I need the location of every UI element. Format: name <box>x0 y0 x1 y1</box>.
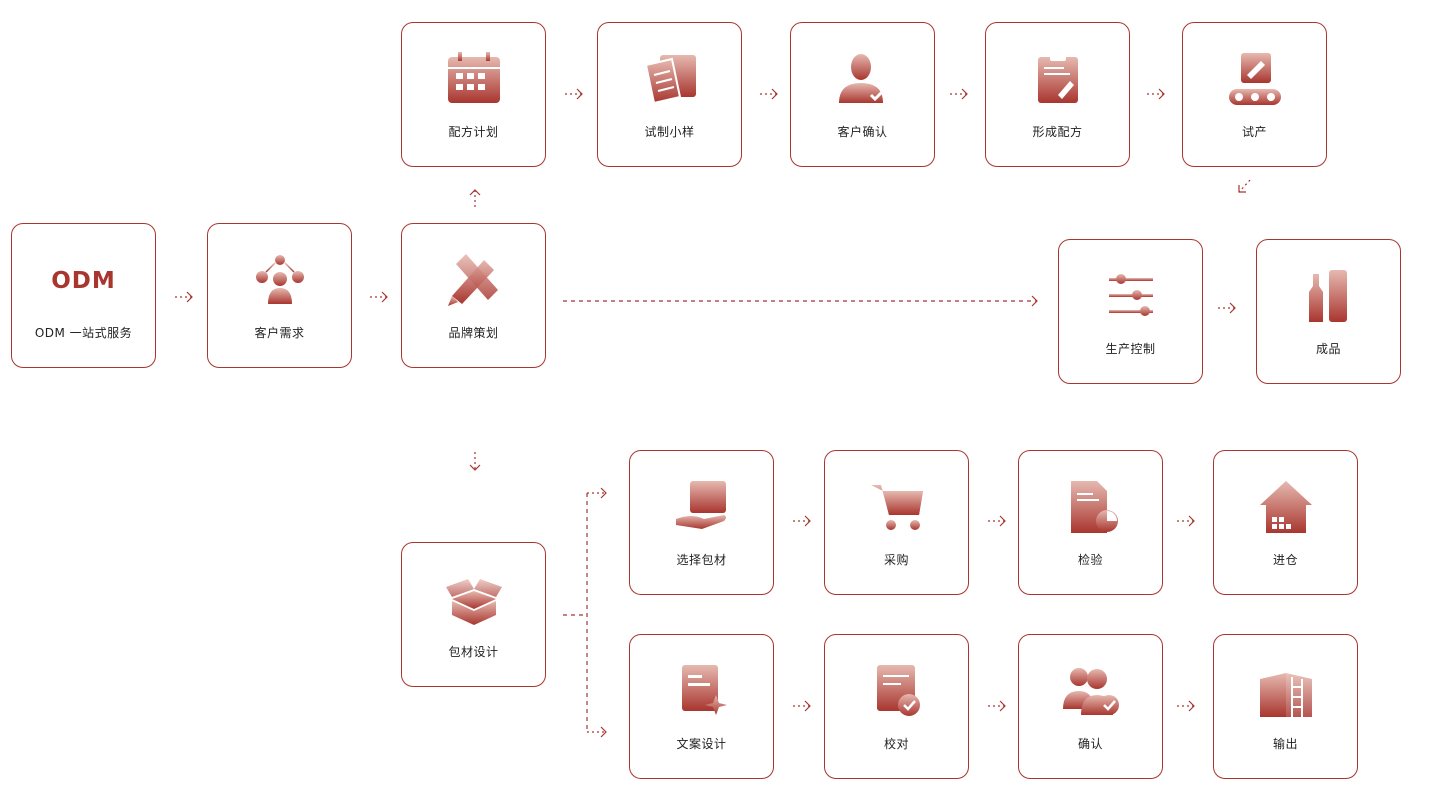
clipboard-pen-icon <box>1028 51 1088 107</box>
step-label: 试产 <box>1241 125 1267 139</box>
step-output: 输出 <box>1213 634 1358 779</box>
step-trial-sample: 试制小样 <box>597 22 742 167</box>
step-label: 采购 <box>883 553 909 567</box>
step-label: 客户需求 <box>254 326 305 340</box>
document-star-icon <box>672 663 732 719</box>
users-check-icon <box>1061 663 1121 719</box>
customer-demand-icon <box>250 252 310 308</box>
hand-box-icon <box>672 479 732 535</box>
arrow-brand-to-control <box>563 295 1038 307</box>
step-label: 检验 <box>1077 553 1103 567</box>
clipboard-box-icon <box>640 51 700 107</box>
arrow-choose-to-purchase <box>793 515 811 527</box>
arrow-brand-to-packaging <box>469 452 481 471</box>
step-finished-product: 成品 <box>1256 239 1401 384</box>
step-purchase: 采购 <box>824 450 969 595</box>
step-label: 成品 <box>1315 342 1341 356</box>
arrow-confirm-to-formula <box>950 88 968 100</box>
step-customer-demand: 客户需求 <box>207 223 352 368</box>
arrow-control-to-product <box>1218 302 1236 314</box>
step-label: 包材设计 <box>448 645 499 659</box>
step-label: 校对 <box>883 737 909 751</box>
step-label: 确认 <box>1077 737 1103 751</box>
arrow-odm-to-demand <box>175 291 193 303</box>
step-inspection: 检验 <box>1018 450 1163 595</box>
cart-icon <box>867 479 927 535</box>
arrow-copy-to-proof <box>793 700 811 712</box>
step-choose-material: 选择包材 <box>629 450 774 595</box>
step-label: 选择包材 <box>676 553 727 567</box>
document-chart-icon <box>1061 479 1121 535</box>
step-confirm: 确认 <box>1018 634 1163 779</box>
sliders-icon <box>1101 268 1161 324</box>
warehouse-icon <box>1256 479 1316 535</box>
step-label: 形成配方 <box>1032 125 1083 139</box>
arrow-purchase-to-inspect <box>988 515 1006 527</box>
arrow-inspect-to-warehouse <box>1177 515 1195 527</box>
step-warehousing: 进仓 <box>1213 450 1358 595</box>
step-label: 输出 <box>1272 737 1298 751</box>
step-label: 进仓 <box>1272 553 1298 567</box>
arrow-brand-to-formula <box>469 189 481 207</box>
step-proofread: 校对 <box>824 634 969 779</box>
step-label: 文案设计 <box>676 737 727 751</box>
step-packaging-design: 包材设计 <box>401 542 546 687</box>
bottles-icon <box>1299 268 1359 324</box>
step-final-formula: 形成配方 <box>985 22 1130 167</box>
step-label: 客户确认 <box>837 125 888 139</box>
conveyor-icon <box>1225 51 1285 107</box>
step-odm: ODM ODM 一站式服务 <box>11 223 156 368</box>
step-production-control: 生产控制 <box>1058 239 1203 384</box>
arrow-sample-to-confirm <box>760 88 778 100</box>
document-check-icon <box>867 663 927 719</box>
step-formula-plan: 配方计划 <box>401 22 546 167</box>
calendar-icon <box>444 51 504 107</box>
step-label: 品牌策划 <box>448 326 499 340</box>
user-check-icon <box>833 51 893 107</box>
arrow-formula-to-sample <box>565 88 583 100</box>
packaging-branch-bracket <box>563 487 607 738</box>
step-trial-production: 试产 <box>1182 22 1327 167</box>
arrow-confirm-to-output <box>1177 700 1195 712</box>
step-label: ODM 一站式服务 <box>34 326 133 340</box>
step-label: 生产控制 <box>1105 342 1156 356</box>
odm-logo: ODM <box>51 268 116 294</box>
arrow-proof-to-confirm <box>988 700 1006 712</box>
step-brand-plan: 品牌策划 <box>401 223 546 368</box>
pencil-ruler-icon <box>444 252 504 308</box>
step-customer-confirm: 客户确认 <box>790 22 935 167</box>
step-label: 试制小样 <box>644 125 695 139</box>
step-label: 配方计划 <box>448 125 499 139</box>
step-copywriting: 文案设计 <box>629 634 774 779</box>
open-box-icon <box>444 571 504 627</box>
arrow-trial-to-control <box>1238 179 1251 193</box>
arrow-demand-to-brand <box>370 291 388 303</box>
arrow-formula-to-trial <box>1147 88 1165 100</box>
building-ladder-icon <box>1256 663 1316 719</box>
